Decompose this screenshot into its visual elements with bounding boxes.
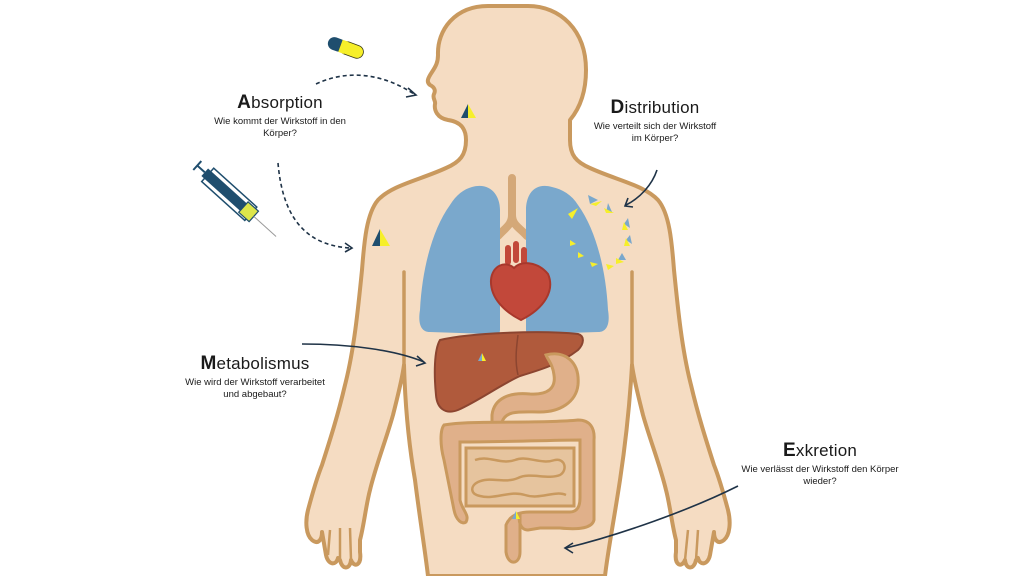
arrow-excretion bbox=[565, 485, 739, 549]
distribution-title: Distribution bbox=[610, 97, 700, 118]
label-exkretion: Exkretion Wie verlässt der Wirkstoff den… bbox=[720, 441, 920, 488]
drug-particle-icon bbox=[372, 104, 520, 519]
label-absorption: Absorption Wie kommt der Wirkstoff in de… bbox=[190, 93, 370, 140]
trachea bbox=[494, 174, 531, 240]
arrow-oral bbox=[315, 74, 415, 95]
arrows bbox=[277, 74, 739, 554]
absorption-title: Absorption bbox=[237, 92, 323, 113]
label-metabolismus: Metabolismus Wie wird der Wirkstoff vera… bbox=[160, 354, 350, 401]
exkretion-title: Exkretion bbox=[783, 440, 857, 461]
heart bbox=[489, 241, 552, 322]
left-lung bbox=[419, 185, 500, 335]
metabolismus-title: Metabolismus bbox=[200, 353, 310, 374]
capsule-icon bbox=[327, 37, 364, 59]
small-intestine bbox=[464, 446, 576, 508]
syringe-icon bbox=[192, 160, 277, 237]
liver bbox=[433, 331, 584, 413]
arrow-metabolism bbox=[301, 343, 425, 363]
distribution-particles bbox=[568, 195, 632, 270]
arrow-injection bbox=[277, 162, 351, 249]
arrow-distribution bbox=[625, 169, 658, 206]
label-distribution: Distribution Wie verteilt sich der Wirks… bbox=[570, 98, 740, 145]
large-intestine bbox=[439, 418, 596, 564]
